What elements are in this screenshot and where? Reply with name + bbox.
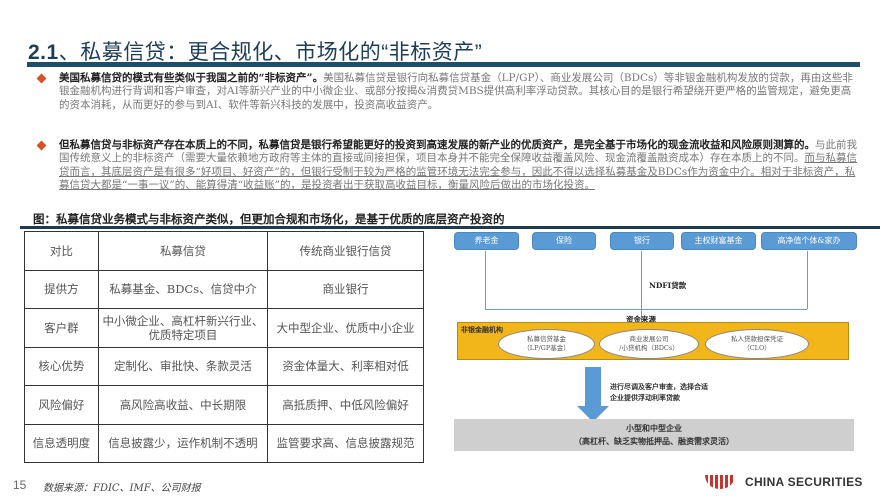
table-cell: 私募基金、BDCs、信贷中介 — [97, 269, 269, 309]
arrow-annotation: 进行尽调及客户审查，选择合适 企业提供浮动利率贷款 — [610, 381, 708, 403]
institution-clo: 私人贷款担保凭证 （CLO） — [705, 329, 809, 359]
ndfi-loan-label: NDFI贷款 — [649, 281, 687, 290]
section-number: 2.1 — [28, 41, 59, 64]
data-source: 数据来源：FDIC、IMF、公司财报 — [43, 483, 201, 494]
table-cell: 信息透明度 — [24, 423, 99, 463]
connector-line — [485, 251, 486, 309]
table-row: 提供方 私募基金、BDCs、信贷中介 商业银行 — [24, 269, 424, 309]
table-cell: 信息披露少，运作机制不透明 — [97, 423, 269, 463]
company-logo: CHINA SECURITIES — [705, 475, 863, 489]
page-number: 15 — [13, 478, 27, 492]
table-header-row: 对比 私募信贷 传统商业银行信贷 — [24, 231, 424, 271]
arrow-note-line-2: 企业提供浮动利率贷款 — [610, 393, 680, 402]
table-cell: 高风险高收益、中长期限 — [97, 385, 269, 425]
diamond-bullet-icon — [36, 140, 47, 151]
target-title: 小型和中型企业 — [626, 423, 682, 433]
institution-sub: （CLO） — [743, 344, 771, 352]
institution-name: 私募信贷基金 — [527, 335, 566, 343]
funding-source-label: 资金来源 — [626, 315, 656, 324]
table-cell: 客户群 — [24, 308, 99, 348]
target-subtitle: （高杠杆、缺乏实物抵押品、融资需求灵活） — [574, 436, 734, 446]
table-cell: 商业银行 — [267, 269, 424, 309]
table-row: 核心优势 定制化、审批快、条款灵活 资金体量大、利率相对低 — [24, 346, 424, 386]
caption-divider — [20, 226, 880, 229]
table-cell: 风险偏好 — [24, 385, 99, 425]
target-sme-box: 小型和中型企业 （高杠杆、缺乏实物抵押品、融资需求灵活） — [454, 419, 854, 451]
table-cell: 大中型企业、优质中小企业 — [267, 308, 424, 348]
institution-name: 商业发展公司 — [629, 335, 669, 343]
bullet-2-body: 与此前我国传统意义上的非标资产（需要大量依赖地方政府等主体的直接或间接担保，项目… — [59, 139, 857, 165]
bullet-1-body: 美国私募信贷是银行向私募信贷基金（LP/GP）、商业发展公司（BDCs）等非银金… — [59, 72, 853, 111]
source-box-pension: 养老金 — [454, 232, 519, 250]
connector-line — [485, 309, 807, 310]
source-box-insurance: 保险 — [532, 232, 596, 250]
down-arrow-head-icon — [577, 406, 609, 422]
bullet-1-lead: 美国私募信贷的模式有些类似于我国之前的“非标资产”。 — [59, 72, 324, 84]
table-cell: 中小微企业、高杠杆新兴行业、优质特定项目 — [97, 308, 269, 348]
table-row: 客户群 中小微企业、高杠杆新兴行业、优质特定项目 大中型企业、优质中小企业 — [24, 308, 424, 348]
source-box-sovereign-fund: 主权财富基金 — [681, 232, 756, 250]
table-cell: 高抵质押、中低风险偏好 — [267, 385, 424, 425]
logo-mark-icon — [705, 475, 735, 489]
flow-diagram: 养老金 保险 银行 主权财富基金 高净值个体&家办 NDFI贷款 资金来源 非银… — [450, 229, 888, 500]
table-row: 风险偏好 高风险高收益、中长期限 高抵质押、中低风险偏好 — [24, 385, 424, 425]
nbfi-label: 非银金融机构 — [461, 325, 503, 334]
bullet-2-lead: 但私募信贷与非标资产存在本质上的不同，私募信贷是银行希望能更好的投资到高速发展的… — [59, 139, 815, 151]
institution-name: 私人贷款担保凭证 — [731, 335, 783, 343]
down-arrow-icon — [585, 367, 601, 407]
table-cell: 定制化、审批快、条款灵活 — [97, 346, 269, 386]
table-cell: 核心优势 — [24, 346, 99, 386]
bullet-paragraph-2: 但私募信贷与非标资产存在本质上的不同，私募信贷是银行希望能更好的投资到高速发展的… — [36, 139, 858, 192]
table-row: 信息透明度 信息披露少，运作机制不透明 监管要求高、信息披露规范 — [24, 423, 424, 463]
table-header-cell: 私募信贷 — [97, 231, 269, 271]
connector-line — [641, 251, 642, 322]
table-header-cell: 传统商业银行信贷 — [267, 231, 424, 271]
table-header-cell: 对比 — [24, 231, 99, 271]
comparison-table: 对比 私募信贷 传统商业银行信贷 提供方 私募基金、BDCs、信贷中介 商业银行… — [24, 231, 424, 463]
title-divider — [27, 62, 860, 67]
table-cell: 资金体量大、利率相对低 — [267, 346, 424, 386]
institution-sub: /小贷机构（BDCs） — [619, 344, 679, 352]
institution-private-credit-fund: 私募信贷基金 （LP/GP基金） — [498, 329, 595, 359]
figure-caption: 图：私募信贷业务模式与非标资产类似，但更加合规和市场化，是基于优质的底层资产投资… — [33, 212, 505, 226]
institution-bdc: 商业发展公司 /小贷机构（BDCs） — [599, 329, 699, 359]
source-box-bank: 银行 — [610, 232, 674, 250]
institution-sub: （LP/GP基金） — [523, 344, 570, 352]
diamond-bullet-icon — [36, 73, 47, 84]
arrow-note-line-1: 进行尽调及客户审查，选择合适 — [610, 382, 708, 391]
page-title: 2.1、私募信贷：更合规化、市场化的“非标资产” — [28, 36, 482, 66]
section-title: 、私募信贷：更合规化、市场化的“非标资产” — [58, 41, 483, 64]
connector-line — [807, 251, 808, 309]
nbfi-container: 非银金融机构 私募信贷基金 （LP/GP基金） 商业发展公司 /小贷机构（BDC… — [457, 322, 849, 360]
source-box-hnwi: 高净值个体&家办 — [761, 232, 857, 250]
bullet-paragraph-1: 美国私募信贷的模式有些类似于我国之前的“非标资产”。美国私募信贷是银行向私募信贷… — [36, 72, 858, 112]
bullet-2-underlined: 而与私募信贷而言，其底层资产是有很多“好项目、好资产”的，但银行受制于较为严格的… — [59, 152, 857, 191]
table-cell: 监管要求高、信息披露规范 — [267, 423, 424, 463]
logo-text: CHINA SECURITIES — [745, 475, 863, 489]
table-cell: 提供方 — [24, 269, 99, 309]
